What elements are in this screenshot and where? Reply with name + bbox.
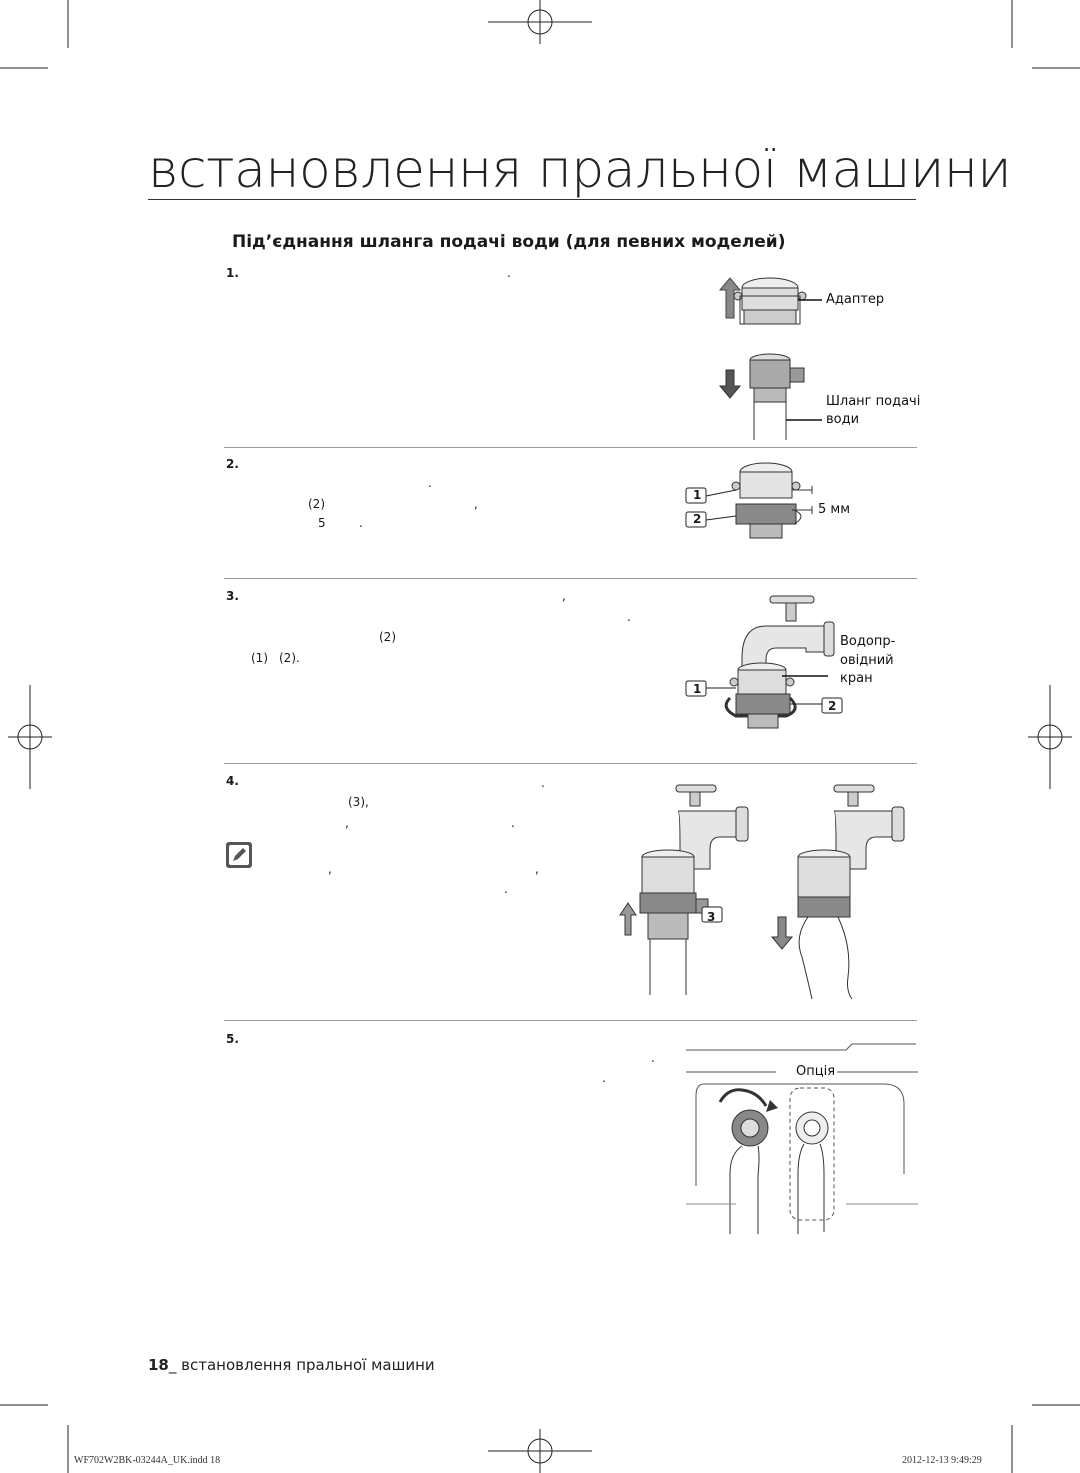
step-divider	[224, 1020, 917, 1021]
registration-mark-icon	[8, 685, 52, 789]
adapter-label: Адаптер	[826, 292, 885, 307]
callout-2: 2	[693, 512, 702, 526]
tap-adapter-figure	[685, 595, 843, 729]
tap-label-line1: Водопр-	[840, 634, 896, 649]
footer-separator: _	[168, 1356, 177, 1374]
step-3-fragment: (1)	[251, 651, 268, 665]
registration-mark-icon	[1028, 685, 1072, 789]
print-timestamp: 2012-12-13 9:49:29	[902, 1455, 982, 1466]
note-fragment: .	[504, 882, 508, 896]
step-divider	[224, 578, 917, 579]
note-pencil-icon	[226, 842, 252, 868]
step-2-number: 2.	[226, 457, 239, 471]
callout-1: 1	[693, 682, 702, 696]
hose-label-line2: води	[826, 412, 860, 427]
print-file-name: WF702W2BK-03244A_UK.indd 18	[74, 1455, 221, 1466]
step-2-fragment: (2)	[308, 497, 325, 511]
note-fragment: ,	[328, 862, 332, 876]
step-divider	[224, 763, 917, 764]
callout-3: 3	[707, 910, 716, 924]
tap-label-line2: овідний	[840, 653, 894, 668]
step-4-fragment: .	[511, 816, 515, 830]
step-1-fragment: .	[507, 266, 511, 280]
hose-label-line1: Шланг подачі	[826, 394, 921, 409]
option-label: Опція	[794, 1064, 838, 1079]
step-2-fragment: .	[359, 516, 363, 530]
step-4-fragment: (3),	[348, 795, 369, 809]
step-3-fragment: (2).	[279, 651, 300, 665]
step-5-number: 5.	[226, 1032, 239, 1046]
section-heading: Під’єднання шланга подачі води (для певн…	[232, 232, 786, 252]
step-2-fragment: .	[428, 476, 432, 490]
step-3-fragment: ,	[562, 589, 566, 603]
page-number: 18	[148, 1356, 169, 1374]
step-3-number: 3.	[226, 589, 239, 603]
tap-hose-connect-figure	[619, 784, 905, 1000]
gap-label: 5 мм	[818, 502, 851, 517]
page-footer: 18_ встановлення пральної машини	[148, 1356, 435, 1374]
tap-label-line3: кран	[840, 671, 873, 686]
step-4-fragment: ,	[345, 816, 349, 830]
adapter-figure	[718, 277, 822, 440]
step-5-fragment: .	[602, 1071, 606, 1085]
step-1-number: 1.	[226, 266, 239, 280]
callout-2: 2	[828, 699, 837, 713]
step-2-fragment: 5	[318, 516, 326, 530]
step-3-fragment: (2)	[379, 630, 396, 644]
step-divider	[224, 447, 917, 448]
footer-title: встановлення пральної машини	[181, 1356, 435, 1374]
callout-1: 1	[693, 488, 702, 502]
page-title: встановлення пральної машини	[148, 140, 1012, 200]
registration-mark-icon	[488, 0, 592, 44]
step-5-fragment: .	[651, 1051, 655, 1065]
registration-mark-icon	[488, 1429, 592, 1473]
step-4-fragment: .	[541, 776, 545, 790]
note-fragment: ,	[535, 862, 539, 876]
machine-inlet-figure	[686, 1043, 918, 1234]
step-3-fragment: .	[627, 610, 631, 624]
step-4-number: 4.	[226, 774, 239, 788]
step-2-fragment: ,	[474, 497, 478, 511]
adapter-gap-figure	[685, 462, 813, 539]
title-underline	[148, 199, 916, 200]
